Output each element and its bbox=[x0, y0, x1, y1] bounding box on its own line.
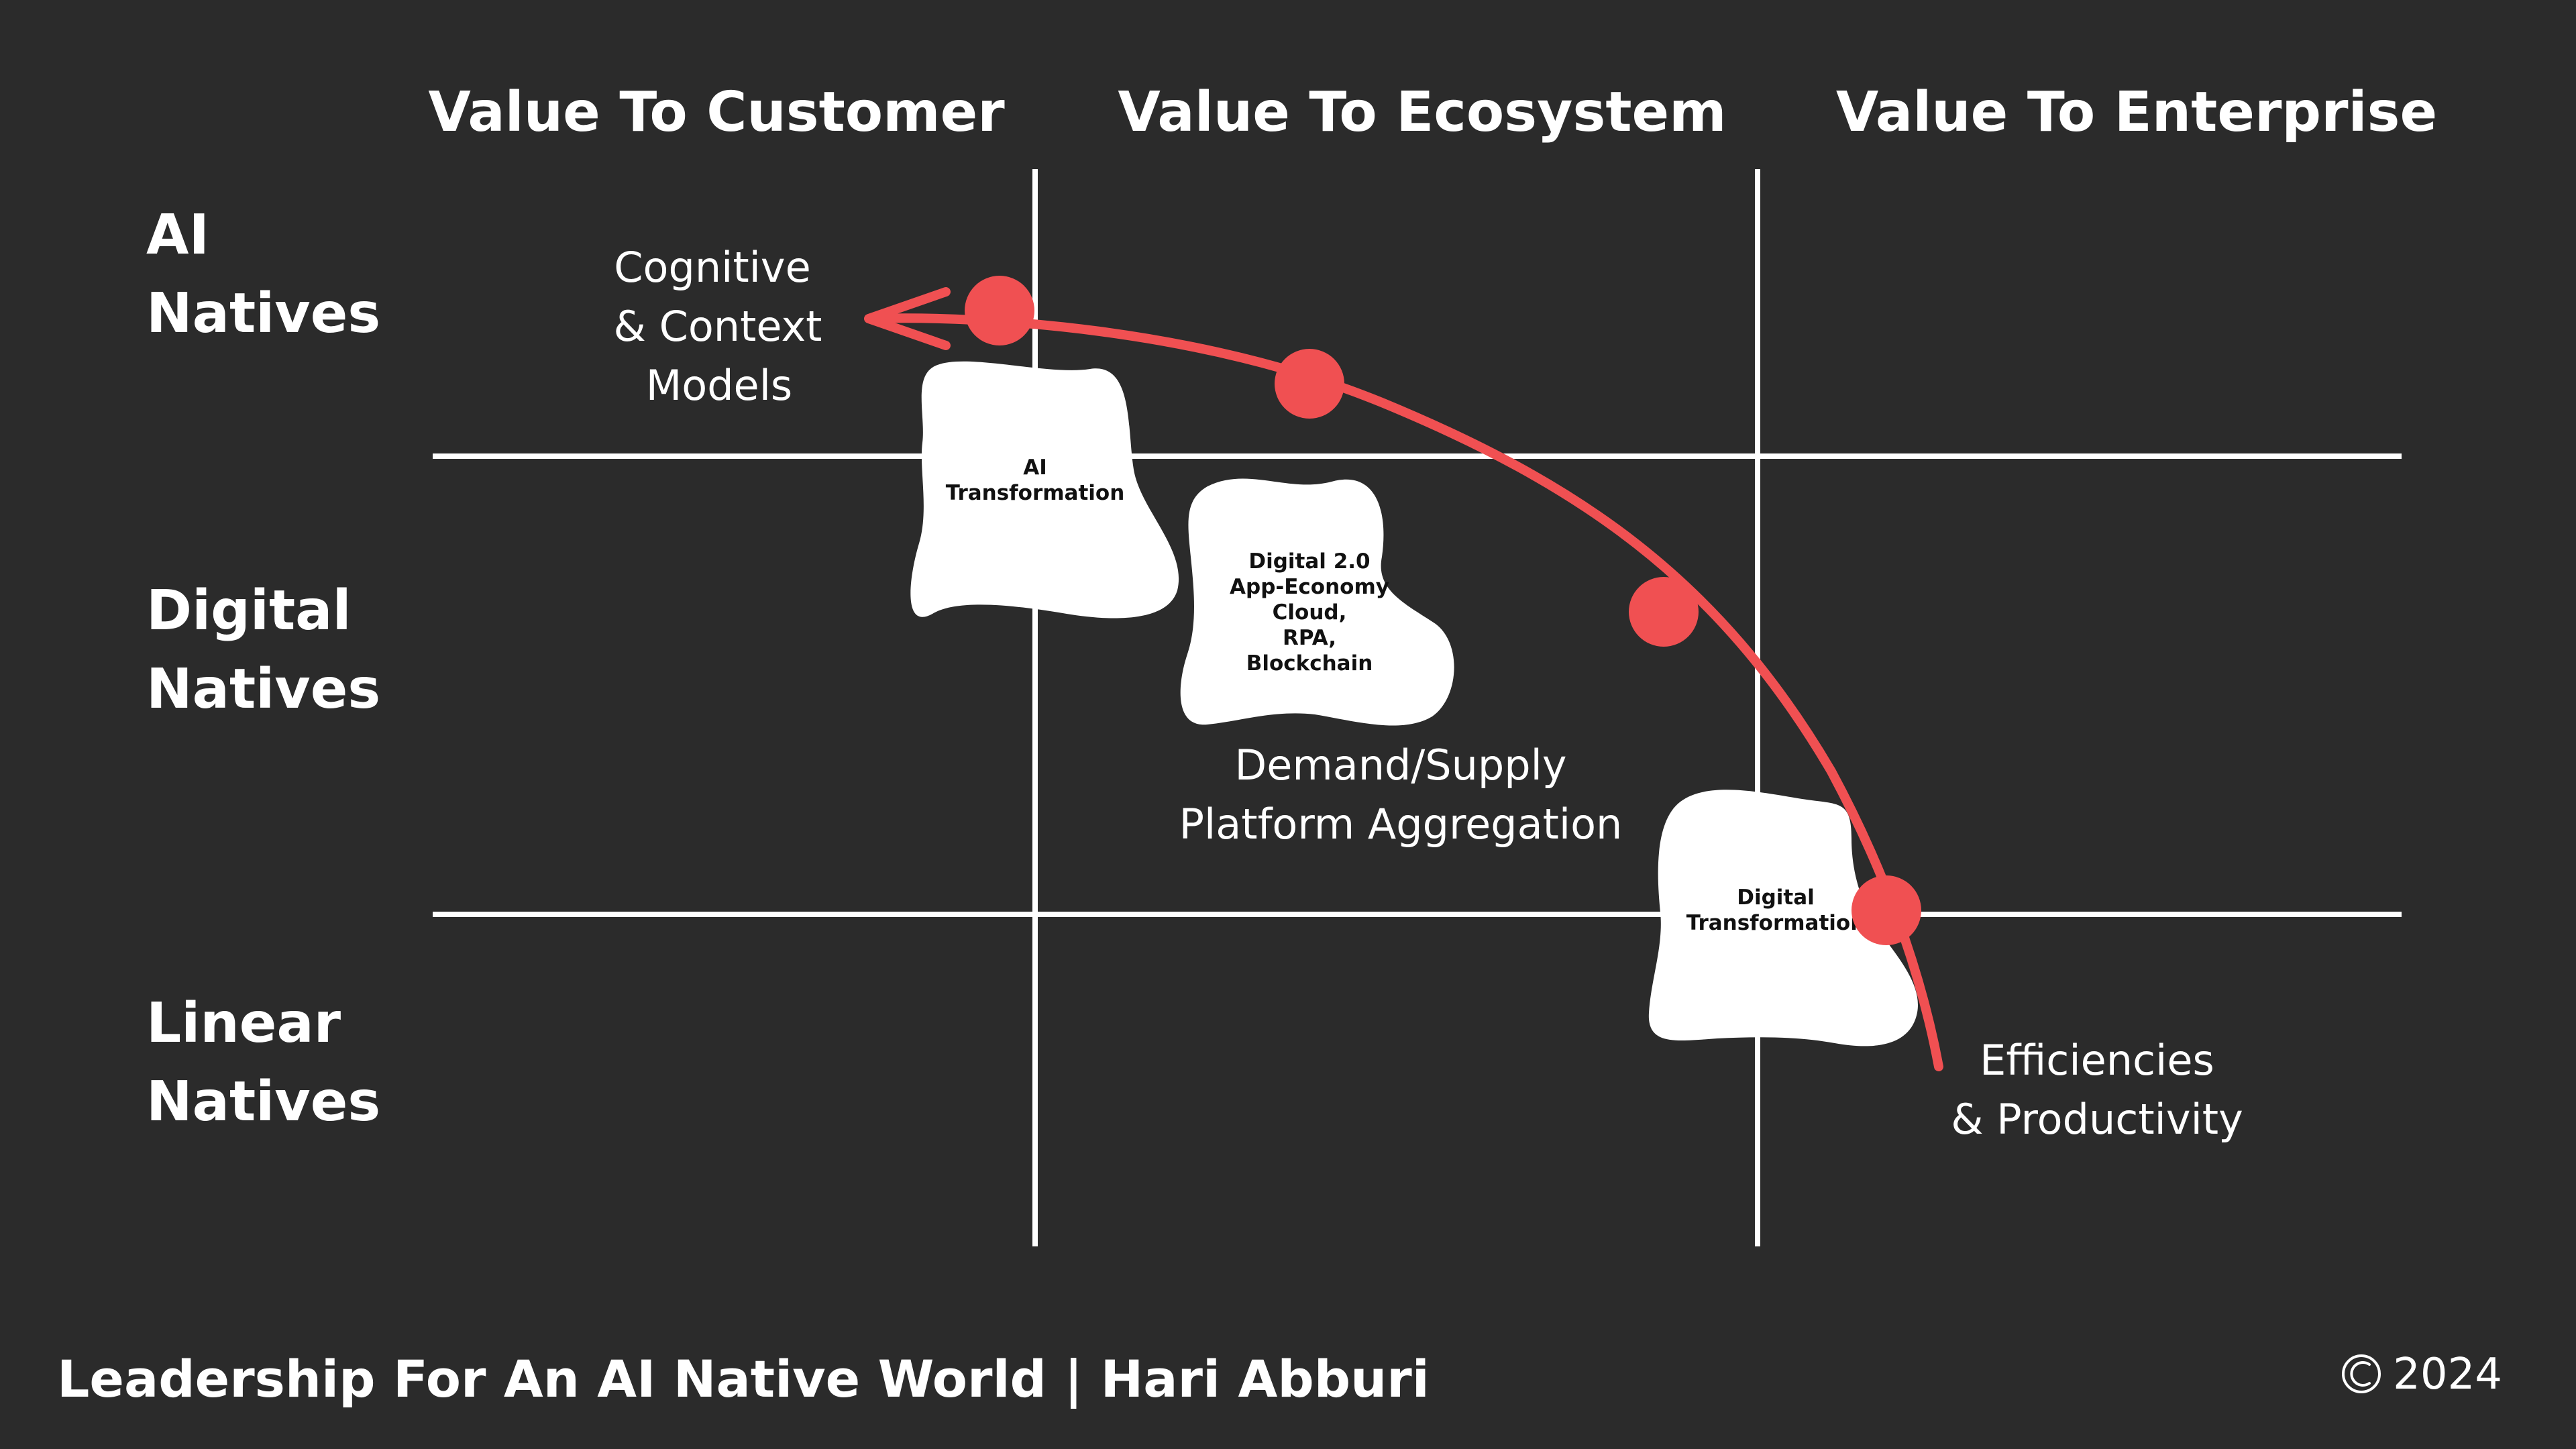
blob-digital-2-text-line2: App-Economy bbox=[1230, 575, 1389, 599]
blob-digital-shape bbox=[1648, 790, 1918, 1046]
annotation-efficiencies-line2: & Productivity bbox=[1951, 1095, 2243, 1144]
blob-digital-2-text-line5: Blockchain bbox=[1246, 651, 1373, 676]
row-header-digital-line1: Digital bbox=[146, 579, 352, 643]
curve-marker-4 bbox=[1851, 875, 1921, 945]
annotation-platform-line2: Platform Aggregation bbox=[1179, 800, 1623, 849]
footer: Leadership For An AI Native World | Hari… bbox=[57, 1349, 2502, 1409]
blob-ai-shape bbox=[910, 361, 1179, 619]
blob-ai-transformation: AI Transformation bbox=[910, 361, 1179, 619]
blob-digital-2-shape bbox=[1180, 478, 1454, 726]
curve-marker-3 bbox=[1629, 577, 1699, 647]
column-header-customer: Value To Customer bbox=[428, 80, 1005, 144]
copyright-year: 2024 bbox=[2393, 1350, 2502, 1399]
row-header-ai-line2: Natives bbox=[146, 282, 380, 345]
curve-marker-2 bbox=[1275, 349, 1344, 419]
column-header-enterprise: Value To Enterprise bbox=[1836, 80, 2437, 144]
row-headers: AI Natives Digital Natives Linear Native… bbox=[146, 203, 380, 1134]
copyright-icon bbox=[2342, 1354, 2381, 1393]
blob-digital-2-text-line1: Digital 2.0 bbox=[1248, 549, 1370, 574]
column-headers: Value To Customer Value To Ecosystem Val… bbox=[428, 80, 2437, 144]
footer-title: Leadership For An AI Native World | Hari… bbox=[57, 1349, 1430, 1409]
blob-digital-text-line1: Digital bbox=[1737, 885, 1815, 910]
blob-digital-2-text-line4: RPA, bbox=[1283, 626, 1336, 650]
row-header-linear-line1: Linear bbox=[146, 991, 341, 1055]
row-header-ai-line1: AI bbox=[146, 203, 209, 267]
grid bbox=[433, 169, 2402, 1246]
annotation-platform-line1: Demand/Supply bbox=[1234, 741, 1566, 790]
annotation-cognitive-line3: Models bbox=[646, 361, 792, 410]
annotation-cognitive: Cognitive & Context Models bbox=[614, 243, 822, 410]
blob-digital-transformation: Digital Transformation bbox=[1648, 790, 1918, 1046]
blob-digital-2: Digital 2.0 App-Economy Cloud, RPA, Bloc… bbox=[1180, 478, 1454, 726]
annotation-cognitive-line2: & Context bbox=[614, 302, 822, 351]
annotation-platform: Demand/Supply Platform Aggregation bbox=[1179, 741, 1623, 849]
row-header-digital-line2: Natives bbox=[146, 657, 380, 721]
blob-digital-2-text-line3: Cloud, bbox=[1273, 600, 1347, 625]
blob-digital-text-line2: Transformation bbox=[1686, 911, 1866, 935]
progression-curve bbox=[864, 276, 1943, 1071]
blob-ai-text-line2: Transformation bbox=[946, 481, 1125, 505]
row-header-linear-line2: Natives bbox=[146, 1070, 380, 1134]
annotation-efficiencies: Efficiencies & Productivity bbox=[1951, 1036, 2243, 1144]
annotation-cognitive-line1: Cognitive bbox=[614, 243, 810, 292]
curve-marker-1 bbox=[965, 276, 1034, 345]
column-header-ecosystem: Value To Ecosystem bbox=[1118, 80, 1726, 144]
arrow-left-icon bbox=[864, 287, 951, 350]
blob-ai-text-line1: AI bbox=[1023, 455, 1047, 480]
annotation-efficiencies-line1: Efficiencies bbox=[1980, 1036, 2214, 1085]
